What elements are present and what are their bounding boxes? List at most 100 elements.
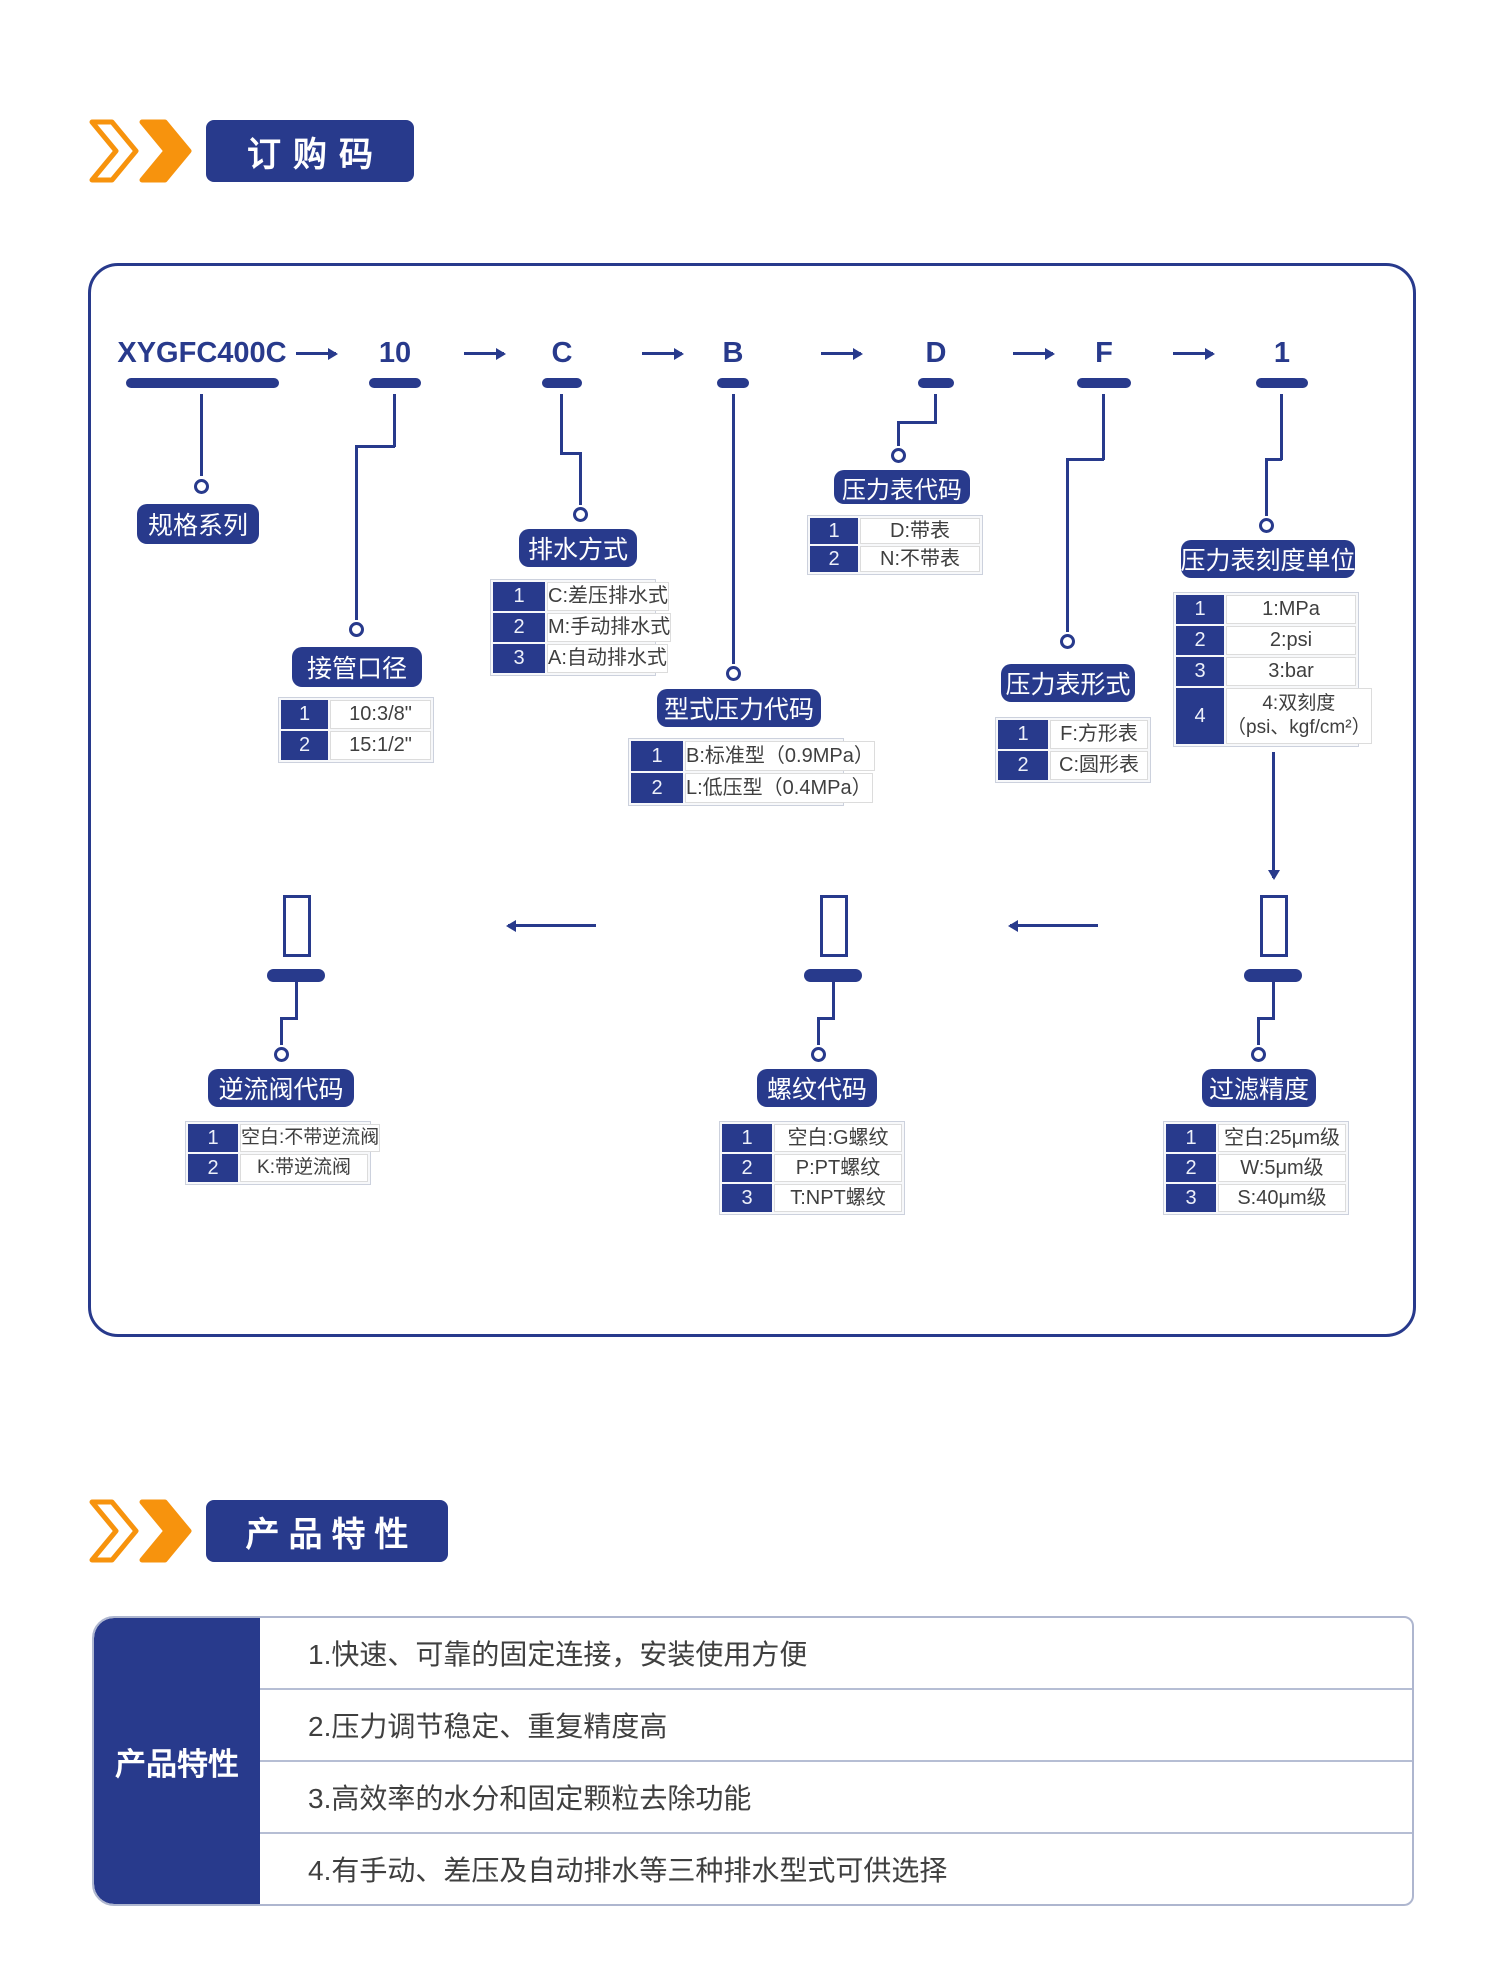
table-row: 1 D:带表 [810,518,980,544]
row-value: 空白:G螺纹 [774,1124,902,1152]
connector [897,421,936,424]
code-underline [717,378,749,388]
connector [1280,394,1283,460]
row-number: 2 [722,1154,772,1182]
row-number: 2 [1176,626,1224,655]
row-number: 4 [1176,688,1224,744]
table-row: 1 F:方形表 [998,720,1148,749]
connector-dot [1060,634,1075,649]
row-value: 空白:25μm级 [1218,1124,1346,1152]
connector [1066,458,1104,461]
features-rows: 1.快速、可靠的固定连接，安装使用方便 2.压力调节稳定、重复精度高 3.高效率… [260,1618,1412,1904]
row-number: 1 [188,1124,238,1152]
table-thread-code: 1 空白:G螺纹 2 P:PT螺纹 3 T:NPT螺纹 [719,1121,905,1215]
connector [832,982,835,1020]
row-number: 2 [493,613,545,642]
code-underline [1256,378,1308,388]
connector [817,1017,820,1045]
row-value: 4:双刻度 （psi、kgf/cm²） [1226,688,1372,744]
row-value: K:带逆流阀 [240,1154,368,1182]
table-row: 1 10:3/8" [281,700,431,729]
connector [1102,394,1105,460]
connector-dot [891,448,906,463]
code-base: XYGFC400C [117,337,287,369]
connector [579,452,582,505]
table-pressure-type: 1 B:标准型（0.9MPa） 2 L:低压型（0.4MPa） [628,738,875,806]
group-label-pressure-type: 型式压力代码 [657,689,821,727]
connector [1272,982,1275,1020]
table-row: 2 P:PT螺纹 [722,1154,902,1182]
arrow-right-icon [642,348,684,359]
table-port-size: 1 10:3/8" 2 15:1/2" [278,697,434,763]
placeholder-square [283,895,311,957]
section-chevron-icon [89,1499,192,1563]
table-row: 1 C:差压排水式 [493,582,669,611]
table-drain-type: 1 C:差压排水式 2 M:手动排水式 3 A:自动排水式 [490,579,672,676]
connector [1066,458,1069,632]
connector [1265,458,1268,516]
arrow-down-icon [1268,752,1279,880]
row-value: 3:bar [1226,657,1356,686]
row-number: 1 [631,741,683,771]
table-row: 3 3:bar [1176,657,1356,686]
connector [295,982,298,1020]
group-label-drain-type: 排水方式 [519,529,637,567]
code-underline [542,378,582,388]
placeholder-square [1260,895,1288,957]
row-number: 2 [188,1154,238,1182]
ordering-code-section-title: 订购码 [206,120,414,182]
row-number: 2 [998,751,1048,780]
group-label-thread-code: 螺纹代码 [757,1069,877,1107]
row-value: W:5μm级 [1218,1154,1346,1182]
row-value: S:40μm级 [1218,1184,1346,1212]
row-number: 2 [281,731,328,760]
connector [355,445,358,620]
placeholder-underline [804,969,862,982]
row-number: 3 [722,1184,772,1212]
table-row: 2 L:低压型（0.4MPa） [631,773,873,803]
group-label-spec-series: 规格系列 [137,504,259,544]
table-gauge-unit: 1 1:MPa 2 2:psi 3 3:bar 4 4:双刻度 （psi、kgf… [1173,592,1372,747]
table-row: 1 空白:G螺纹 [722,1124,902,1152]
feature-item: 3.高效率的水分和固定颗粒去除功能 [260,1762,1412,1834]
arrow-right-icon [1173,348,1215,359]
table-row: 2 C:圆形表 [998,751,1148,780]
placeholder-underline [1244,969,1302,982]
row-value: P:PT螺纹 [774,1154,902,1182]
row-number: 1 [281,700,328,729]
table-gauge-code: 1 D:带表 2 N:不带表 [807,515,983,575]
connector [200,394,203,476]
group-label-port-size: 接管口径 [292,647,422,687]
row-value: M:手动排水式 [547,613,672,642]
table-gauge-form: 1 F:方形表 2 C:圆形表 [995,717,1151,783]
group-label-gauge-code: 压力表代码 [834,470,970,504]
connector [732,394,735,664]
row-number: 1 [1166,1124,1216,1152]
arrow-right-icon [1013,348,1055,359]
row-value: 1:MPa [1226,595,1356,624]
feature-item: 1.快速、可靠的固定连接，安装使用方便 [260,1618,1412,1690]
group-label-gauge-form: 压力表形式 [1001,664,1135,702]
table-filtration: 1 空白:25μm级 2 W:5μm级 3 S:40μm级 [1163,1121,1349,1215]
row-number: 3 [1176,657,1224,686]
feature-item: 4.有手动、差压及自动排水等三种排水型式可供选择 [308,1855,948,1886]
connector-dot [811,1047,826,1062]
row-value: C:圆形表 [1050,751,1148,780]
connector [393,394,396,447]
row-number: 2 [810,546,858,572]
connector-dot [1251,1047,1266,1062]
connector [1257,1017,1260,1045]
connector [560,452,581,455]
code-seg-2: C [551,337,573,369]
code-underline [1077,378,1131,388]
row-value: 10:3/8" [330,700,431,729]
arrow-right-icon [296,348,338,359]
features-card: 产品特性 1.快速、可靠的固定连接，安装使用方便 2.压力调节稳定、重复精度高 … [92,1616,1414,1906]
code-underline [918,378,954,388]
group-label-gauge-unit: 压力表刻度单位 [1181,540,1356,578]
row-value: N:不带表 [860,546,980,572]
row-value: 15:1/2" [330,731,431,760]
table-row: 2 15:1/2" [281,731,431,760]
connector-dot [349,622,364,637]
connector-dot [274,1047,289,1062]
